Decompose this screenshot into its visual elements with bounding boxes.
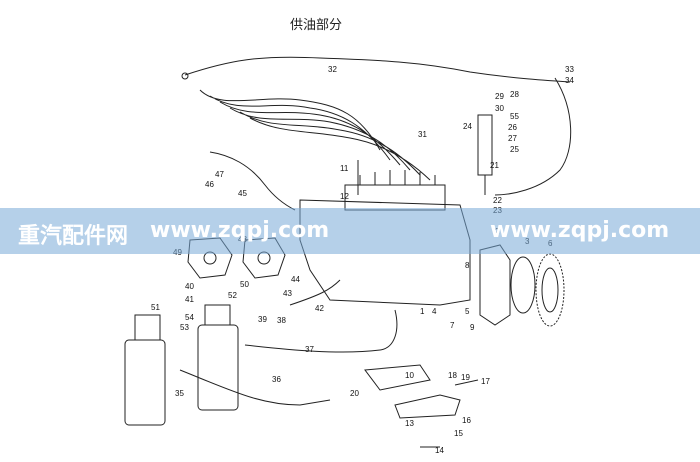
callout-label: 47 — [215, 170, 224, 179]
callout-label: 52 — [228, 291, 237, 300]
callout-label: 12 — [340, 192, 349, 201]
callout-label: 22 — [493, 196, 502, 205]
callout-label: 46 — [205, 180, 214, 189]
callout-label: 51 — [151, 303, 160, 312]
callout-label: 50 — [240, 280, 249, 289]
callout-label: 54 — [185, 313, 194, 322]
callout-label: 5 — [465, 307, 470, 316]
leak-line-32 — [184, 56, 571, 83]
callout-label: 26 — [508, 123, 517, 132]
filter-52 — [197, 324, 239, 411]
callout-label: 24 — [463, 122, 472, 131]
housing-2 — [479, 244, 511, 326]
fuel-line-37 — [244, 309, 398, 353]
watermark-url-left: www.zqpj.com — [150, 218, 330, 243]
callout-label: 9 — [470, 323, 475, 332]
callout-label: 13 — [405, 419, 414, 428]
callout-label: 32 — [328, 65, 337, 74]
callout-label: 28 — [510, 90, 519, 99]
callout-label: 25 — [510, 145, 519, 154]
callout-label: 34 — [565, 76, 574, 85]
callout-label: 16 — [462, 416, 471, 425]
callout-label: 33 — [565, 65, 574, 74]
callout-label: 19 — [461, 373, 470, 382]
filter-35 — [124, 339, 166, 426]
callout-label: 15 — [454, 429, 463, 438]
watermark-band: 重汽配件网 www.zqpj.com www.zqpj.com — [0, 208, 700, 254]
bolt-17 — [454, 379, 479, 386]
callout-label: 27 — [508, 134, 517, 143]
watermark-brand: 重汽配件网 — [18, 224, 129, 249]
callout-label: 55 — [510, 112, 519, 121]
callout-label: 38 — [277, 316, 286, 325]
callout-label: 10 — [405, 371, 414, 380]
gear-6 — [535, 253, 565, 327]
callout-label: 37 — [305, 345, 314, 354]
o-ring-3 — [510, 256, 536, 314]
callout-label: 39 — [258, 315, 267, 324]
callout-label: 44 — [291, 275, 300, 284]
watermark-url-right: www.zqpj.com — [490, 218, 670, 243]
callout-label: 53 — [180, 323, 189, 332]
injector-pipes-31 — [199, 89, 431, 181]
callout-label: 18 — [448, 371, 457, 380]
bracket-10 — [364, 364, 431, 391]
callout-label: 36 — [272, 375, 281, 384]
callout-label: 45 — [238, 189, 247, 198]
bracket-13 — [394, 394, 461, 419]
callout-label: 4 — [432, 307, 437, 316]
fuel-line-45 — [209, 151, 296, 211]
callout-label: 35 — [175, 389, 184, 398]
callout-label: 7 — [450, 321, 455, 330]
callout-label: 1 — [420, 307, 425, 316]
callout-label: 43 — [283, 289, 292, 298]
return-line — [494, 77, 572, 196]
callout-label: 30 — [495, 104, 504, 113]
callout-label: 11 — [340, 164, 349, 173]
callout-label: 14 — [435, 446, 444, 455]
callout-label: 31 — [418, 130, 427, 139]
callout-label: 40 — [185, 282, 194, 291]
fuel-line-42 — [289, 279, 341, 306]
callout-label: 8 — [465, 261, 470, 270]
fuel-line-36 — [179, 369, 331, 406]
callout-label: 41 — [185, 295, 194, 304]
callout-label: 21 — [490, 161, 499, 170]
callout-label: 42 — [315, 304, 324, 313]
callout-label: 17 — [481, 377, 490, 386]
callout-label: 29 — [495, 92, 504, 101]
callout-label: 20 — [350, 389, 359, 398]
diagram-title: 供油部分 — [290, 18, 343, 33]
